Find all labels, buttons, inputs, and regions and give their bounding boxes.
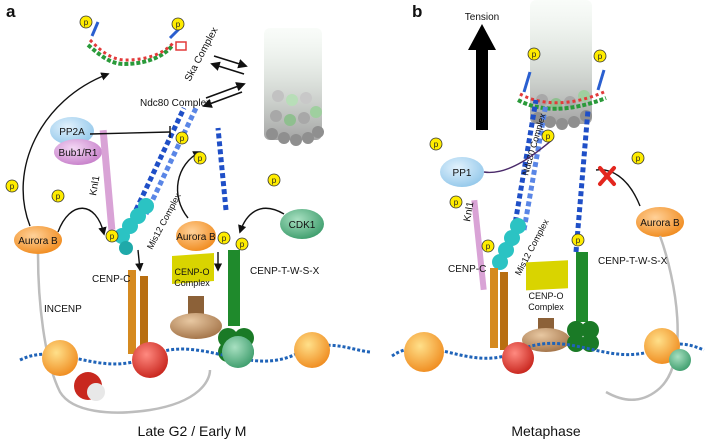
knl1-rod: [99, 129, 116, 231]
phospho-label: p: [598, 52, 603, 61]
panel-b-letter: b: [412, 2, 422, 21]
aurora-b-center-blob: [176, 221, 216, 251]
chromatin-a: [19, 332, 371, 401]
caption-a: Late G2 / Early M: [138, 423, 247, 439]
tension-label: Tension: [465, 12, 499, 23]
chromatin-b: [391, 328, 705, 374]
phospho-label: p: [576, 236, 581, 245]
incenp-strand-b: [605, 235, 679, 401]
cenp-t-rod-b: [576, 252, 588, 322]
cenp-o-box-b: [526, 260, 568, 291]
phospho-label: p: [454, 198, 459, 207]
caption-b: Metaphase: [511, 423, 580, 439]
aurora-b-center-label: Aurora B: [176, 232, 216, 243]
phospho-label: p: [546, 132, 551, 141]
phospho-label: p: [84, 18, 89, 27]
cenp-t-cluster-b: [567, 321, 599, 352]
knl1-label-b: Knl1: [462, 200, 476, 222]
mis12-complex-a: [114, 198, 154, 255]
bub1-label: Bub1/R1: [59, 148, 98, 159]
phospho-label: p: [110, 232, 115, 241]
aurora-b-b-label: Aurora B: [640, 218, 680, 229]
ska-complex-label: Ska Complex: [183, 26, 221, 84]
pp2a-label: PP2A: [59, 127, 85, 138]
inhibition-x: [598, 166, 616, 186]
equilibrium-arrows: [202, 55, 248, 108]
pp1-arrow: [483, 139, 553, 174]
aurora-b-b-arrow: [595, 169, 641, 207]
phospho-markers-a: p p p p p p p p p p: [5, 15, 281, 251]
phospho-label: p: [176, 20, 181, 29]
ndc80-helix-a2: [215, 127, 238, 211]
phospho-label: p: [198, 154, 203, 163]
phospho-label: p: [240, 240, 245, 249]
aurora-b-left-blob: [14, 226, 62, 254]
phospho-label: p: [434, 140, 439, 149]
incenp-label: INCENP: [44, 304, 82, 315]
cenp-o-label-a2: Complex: [174, 278, 210, 288]
ska-complex: [86, 21, 187, 67]
cenp-c-a: [128, 270, 148, 356]
pp2a-blob: [50, 117, 94, 145]
phospho-label: p: [532, 50, 537, 59]
phospho-label: p: [180, 134, 185, 143]
cenp-o-label-b2: Complex: [528, 302, 564, 312]
tan-complex-a: [170, 296, 222, 339]
bub1-blob: [54, 139, 102, 165]
cenp-o-box-a: [172, 253, 214, 284]
phospho-label: p: [272, 176, 277, 185]
microtubule-a: [264, 28, 324, 146]
cenp-c-b: [490, 268, 508, 350]
cenp-t-rod-a: [228, 250, 240, 326]
tension-arrow: [468, 24, 496, 130]
phospho-label: p: [222, 234, 227, 243]
pp1-label: PP1: [453, 168, 472, 179]
panel-a-letter: a: [6, 2, 16, 21]
cenp-tswx-label-b: CENP-T-W-S-X: [598, 256, 668, 267]
knl1-rod-b: [471, 199, 487, 291]
pp1-blob: [440, 157, 484, 187]
cenp-o-label-b1: CENP-O: [528, 291, 563, 301]
ndc80-helix-a1: [133, 106, 199, 216]
phospho-label: p: [10, 182, 15, 191]
cenp-c-label-b: CENP-C: [448, 264, 486, 275]
phospho-label: p: [636, 154, 641, 163]
mis12-complex-b: [492, 218, 526, 270]
cdk1-label: CDK1: [289, 220, 316, 231]
phospho-markers-b: p p p p p p p p: [429, 47, 645, 253]
arrows-panel-a: [22, 72, 285, 272]
phospho-label: p: [56, 192, 61, 201]
ndc80-label-a: Ndc80 Complex: [140, 98, 211, 109]
incenp-strand: [36, 253, 212, 414]
knl1-label: Knl1: [88, 174, 102, 196]
cenp-tswx-label-a: CENP-T-W-S-X: [250, 266, 320, 277]
ndc80-helix-b2: [573, 109, 600, 253]
phospho-label: p: [486, 242, 491, 251]
ska-complex-b: [517, 69, 607, 111]
cenp-c-label-a: CENP-C: [92, 274, 130, 285]
ndc80-helix-b1: [511, 99, 549, 231]
aurora-b-left-label: Aurora B: [18, 236, 58, 247]
cenp-o-label-a1: CENP-O: [174, 267, 209, 277]
aurora-b-b-blob: [636, 207, 684, 237]
cdk1-blob: [280, 209, 324, 239]
